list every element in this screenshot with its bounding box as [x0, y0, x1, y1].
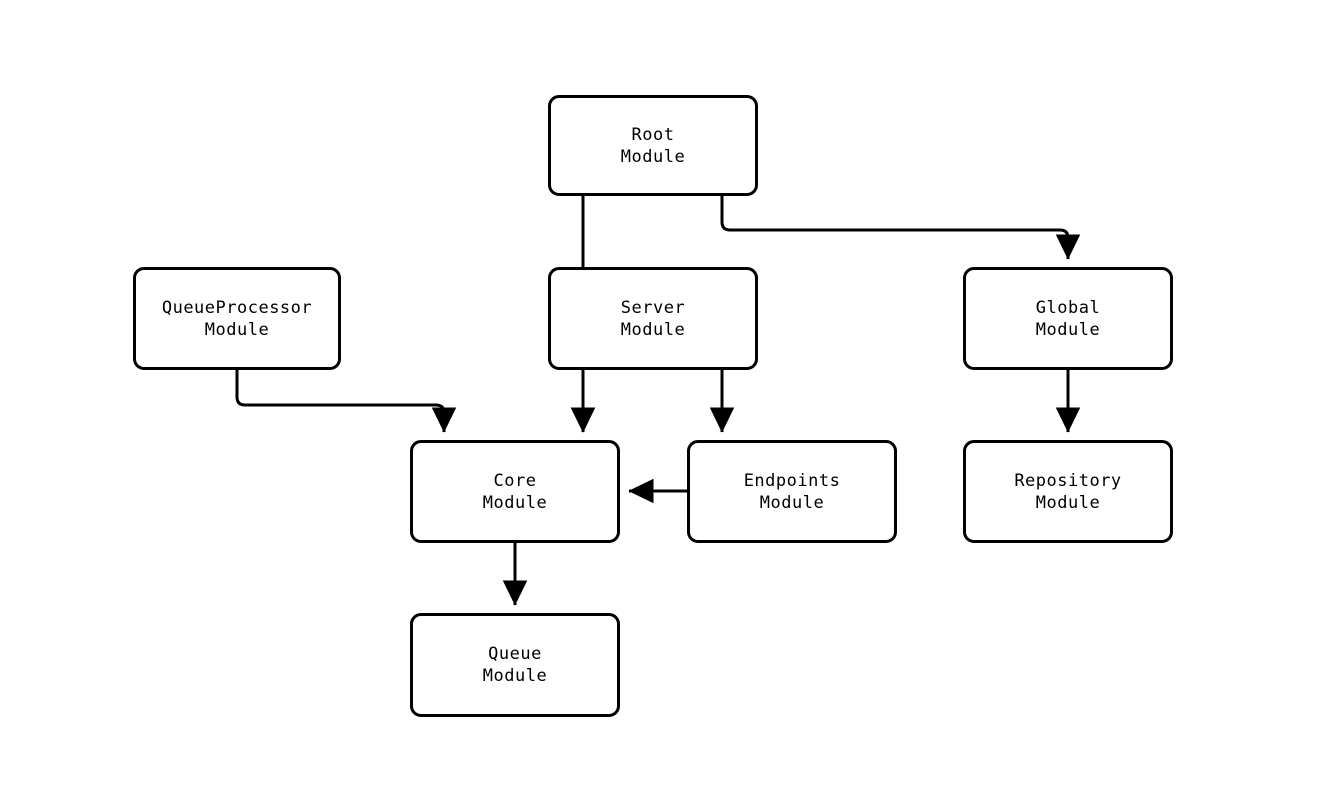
node-server-name: Server — [620, 297, 686, 318]
node-endpoints-name: Endpoints — [743, 470, 841, 491]
node-server[interactable]: Server Module — [548, 267, 758, 370]
edge-queueprocessor-to-core — [235, 370, 457, 433]
node-repository-name: Repository — [1014, 470, 1122, 491]
node-queueprocessor[interactable]: QueueProcessor Module — [133, 267, 341, 370]
node-queueprocessor-name: QueueProcessor — [161, 297, 313, 318]
node-server-suffix: Module — [620, 319, 686, 340]
node-core-name: Core — [493, 470, 537, 491]
node-core[interactable]: Core Module — [410, 440, 620, 543]
node-global-suffix: Module — [1035, 319, 1101, 340]
node-queueprocessor-suffix: Module — [204, 319, 270, 340]
node-queue-suffix: Module — [482, 666, 548, 686]
node-queue-name: Queue — [488, 644, 542, 664]
edge-root-to-global — [720, 196, 1081, 260]
node-endpoints-suffix: Module — [759, 492, 825, 513]
node-endpoints[interactable]: Endpoints Module — [687, 440, 897, 543]
node-queue[interactable]: Queue Module — [410, 613, 620, 717]
node-root-suffix: Module — [620, 146, 686, 167]
node-core-suffix: Module — [482, 492, 548, 513]
node-global-name: Global — [1035, 297, 1101, 318]
node-repository-suffix: Module — [1035, 492, 1101, 513]
node-global[interactable]: Global Module — [963, 267, 1173, 370]
node-repository[interactable]: Repository Module — [963, 440, 1173, 543]
node-root-name: Root — [631, 124, 675, 145]
node-root[interactable]: Root Module — [548, 95, 758, 196]
